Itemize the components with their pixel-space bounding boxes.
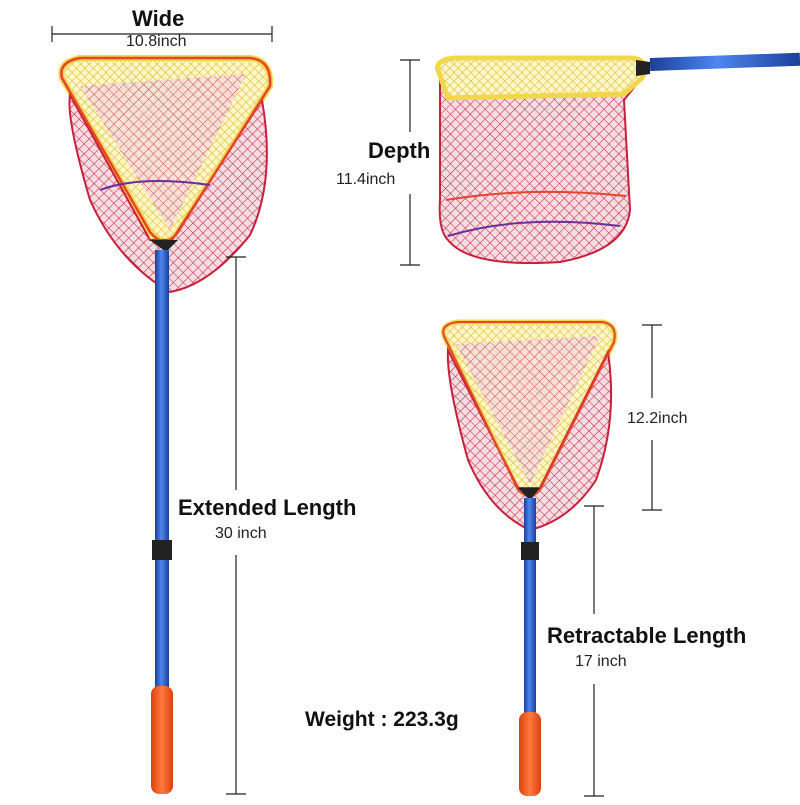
depth-label: Depth (368, 138, 431, 163)
extended-length-label: Extended Length (178, 495, 357, 520)
retractable-length-label: Retractable Length (547, 623, 747, 648)
dimension-lines (51, 26, 662, 797)
extended-length-value: 30 inch (215, 525, 267, 542)
wide-value: 10.8inch (126, 33, 187, 50)
depth-value: 11.4inch (336, 171, 396, 188)
weight-label: Weight : 223.3g (305, 708, 459, 731)
head-length-value: 12.2inch (627, 410, 688, 427)
retracted-net (440, 319, 618, 796)
extended-net (58, 55, 274, 794)
retractable-length-value: 17 inch (575, 653, 627, 670)
side-view-net (435, 52, 800, 265)
wide-label: Wide (132, 6, 185, 31)
